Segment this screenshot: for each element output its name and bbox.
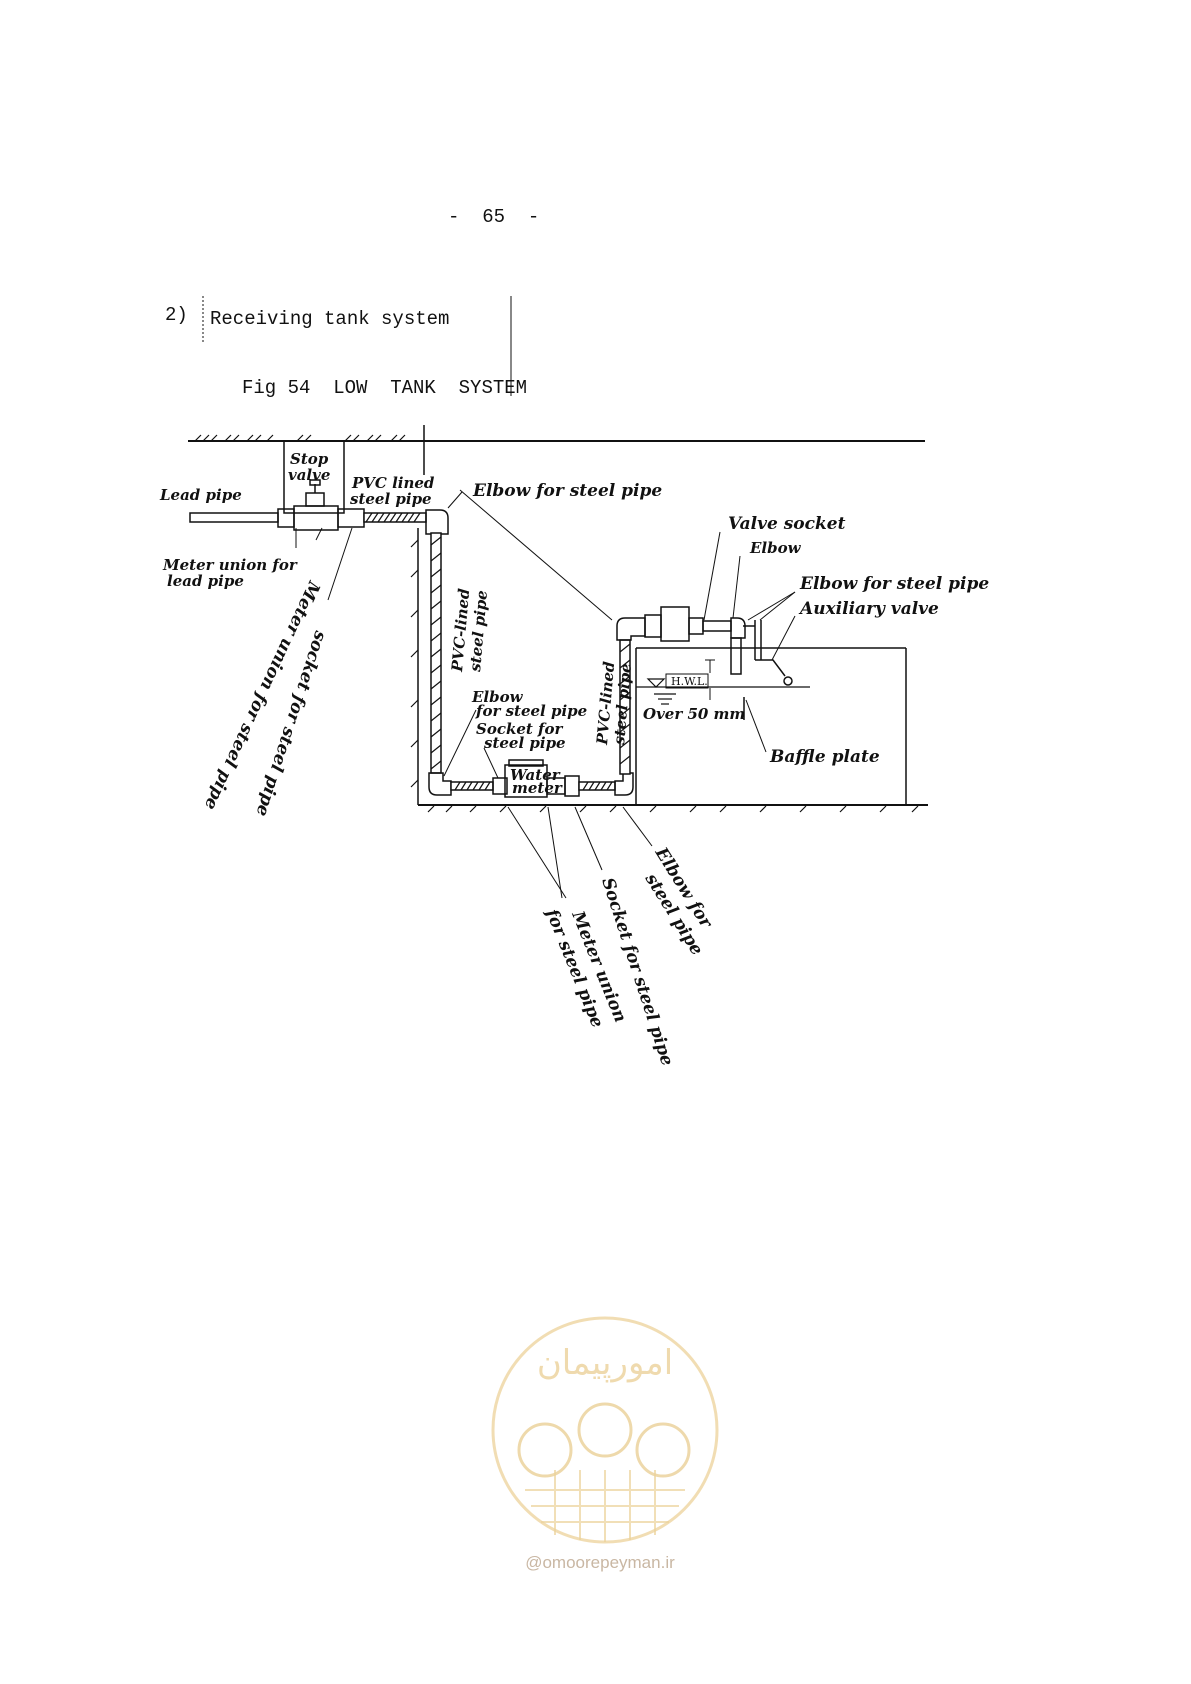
over-50-label: Over 50 mm: [643, 705, 745, 723]
section-number: 2): [165, 304, 188, 326]
elbow-right-top: [616, 617, 646, 641]
ground-hatch-bottom: [427, 805, 919, 813]
over-50-dimension: [705, 659, 715, 700]
stop-valve-label-2: valve: [288, 466, 330, 484]
pvc-pipe-top-hatch: [365, 512, 421, 523]
elbow-top: [425, 509, 449, 535]
pvc-pipe-left-hatch: [430, 536, 442, 770]
hwl-label: H.W.L.: [671, 675, 708, 688]
elbow-bottom-left-label-1: Elbow: [471, 688, 524, 706]
bottom-leaders: [507, 806, 653, 899]
elbow-top-leader: [447, 491, 463, 509]
auxiliary-valve-label: Auxiliary valve: [798, 599, 939, 619]
ground-hatch-top: [194, 434, 406, 442]
tank: [635, 647, 907, 805]
pvc-pipe-bottom-right-hatch: [582, 781, 613, 791]
watermark-logo: امورپیمان: [491, 1316, 719, 1544]
water-meter-label-1: Water: [510, 766, 561, 784]
left-leaders: [295, 527, 353, 601]
elbow-top-label: Elbow for steel pipe: [472, 481, 662, 501]
socket-bottom-left-label-1: Socket for: [476, 720, 564, 738]
lead-pipe: [189, 512, 279, 523]
pvc-pipe-bottom-left-hatch: [454, 781, 491, 791]
valve-socket-label: Valve socket: [728, 514, 846, 534]
baffle-plate-label: Baffle plate: [769, 747, 880, 767]
inlet-assembly: [644, 606, 793, 686]
elbow-bottom-left-label-2: for steel pipe: [475, 702, 587, 720]
bottom-left-leaders: [443, 709, 499, 779]
right-leaders: [459, 489, 796, 753]
elbow-right-label: Elbow: [749, 539, 802, 557]
hwl-marker: [646, 678, 676, 705]
meter-union-lead-label-2: lead pipe: [167, 572, 244, 590]
socket-bottom-left: [492, 777, 508, 795]
pvc-lined-top-label-1: PVC lined: [351, 474, 435, 492]
pvc-lined-top-label-2: steel pipe: [350, 490, 432, 508]
trench-wall-hatch: [410, 539, 419, 788]
water-meter-label-2: meter: [512, 779, 563, 797]
hwl-box: [665, 673, 709, 689]
figure-caption: Fig 54 LOW TANK SYSTEM: [242, 377, 528, 399]
pvc-pipe-right-hatch: [619, 643, 631, 765]
stop-valve-pit: [283, 440, 345, 514]
watermark-logo-text: امورپیمان: [537, 1343, 673, 1383]
page-number: - 65 -: [448, 206, 540, 228]
stop-valve-label-1: Stop: [290, 450, 329, 468]
elbow-steel-right-label: Elbow for steel pipe: [799, 574, 989, 594]
watermark-site: @omoorepeyman.ir: [525, 1553, 675, 1572]
meter-union-lead-label-1: Meter union for: [162, 556, 298, 574]
socket-bottom-left-label-2: steel pipe: [484, 734, 566, 752]
socket-bottom-right: [564, 775, 580, 797]
elbow-bottom-right: [614, 772, 634, 796]
elbow-bottom-left: [428, 772, 452, 796]
lead-pipe-label: Lead pipe: [159, 486, 242, 504]
section-title: Receiving tank system: [210, 308, 450, 330]
